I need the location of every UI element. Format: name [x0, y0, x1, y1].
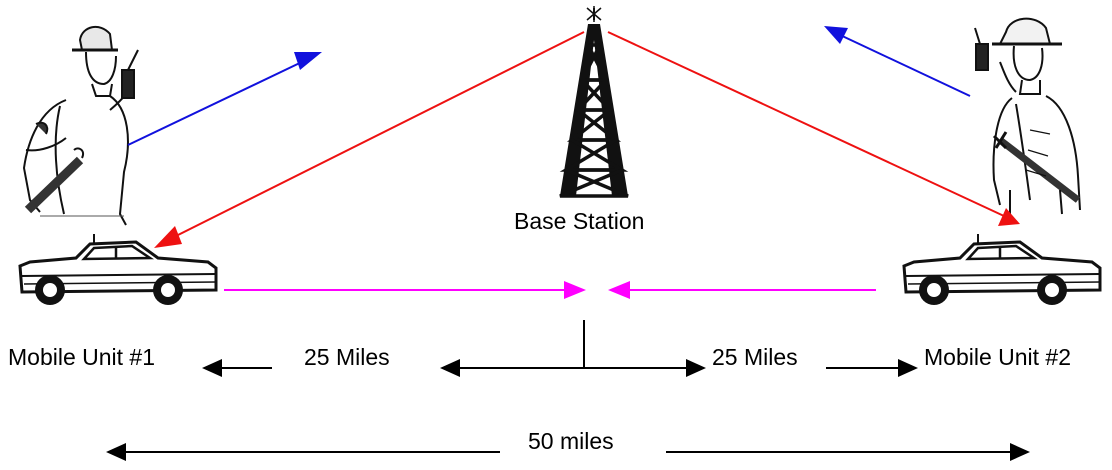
radio-tower-icon [559, 6, 629, 198]
mobile-unit-2-label: Mobile Unit #2 [924, 344, 1072, 370]
car-icon [18, 234, 218, 305]
relay-link-right [607, 31, 1020, 226]
base-station-label: Base Station [514, 208, 645, 234]
mobile-unit-1-label: Mobile Unit #1 [8, 344, 156, 370]
person-with-radio-icon [22, 25, 139, 226]
distance-right-label: 25 Miles [712, 344, 798, 370]
relay-link-left [154, 31, 585, 248]
distance-total-label: 50 miles [528, 428, 614, 454]
car-icon [902, 234, 1102, 305]
direct-link-left [224, 281, 586, 299]
firefighter-with-radio-icon [974, 17, 1081, 215]
handheld-link-left [127, 52, 322, 146]
distance-arrows [106, 320, 1030, 461]
handheld-link-right [824, 26, 971, 97]
direct-link-right [608, 281, 876, 299]
distance-left-label: 25 Miles [304, 344, 390, 370]
